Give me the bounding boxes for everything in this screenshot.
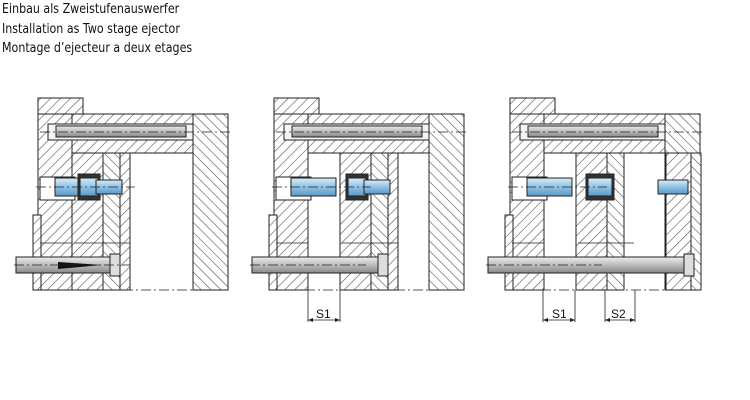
guide-pin — [291, 125, 423, 138]
guide-pin — [55, 125, 187, 138]
dimension-s1-arrow — [308, 318, 313, 322]
support-block — [428, 113, 465, 291]
dimension-label-s1: S1 — [552, 307, 567, 321]
rod-head — [683, 253, 695, 277]
dimension-s1-arrow — [335, 318, 340, 322]
locating-ring — [268, 214, 278, 291]
dimension-s1-arrow — [570, 318, 575, 322]
support-block — [192, 113, 229, 291]
motion-arrow — [58, 262, 102, 269]
ejector-plate-2 — [119, 152, 131, 291]
clamp-top — [273, 97, 320, 115]
locating-ring — [32, 214, 42, 291]
rod-head — [377, 253, 389, 277]
guide-pin — [527, 125, 659, 138]
diagram-stage-1-first-stroke — [250, 97, 468, 322]
diagram-stage-0-closed — [14, 97, 232, 291]
dimension-s2-arrow — [630, 318, 635, 322]
dimension-s2-arrow — [605, 318, 610, 322]
diagram-stage-2-second-stroke — [486, 97, 704, 322]
title-german: Einbau als Zweistufenauswerfer — [2, 1, 180, 17]
ejector-stage2 — [657, 179, 689, 195]
title-block: Einbau als Zweistufenauswerfer Installat… — [2, 0, 234, 59]
dimension-label-s2: S2 — [611, 307, 626, 321]
dimension-label-s1: S1 — [316, 307, 331, 321]
title-english: Installation as Two stage ejector — [2, 20, 180, 37]
dimension-s1-arrow — [543, 318, 548, 322]
locating-ring — [504, 214, 514, 291]
ejector-plate-2b — [690, 152, 702, 291]
ejector-plate-2 — [387, 152, 399, 291]
clamp-top — [509, 97, 556, 115]
clamp-top — [37, 97, 84, 115]
title-french: Montage d’ejecteur a deux etages — [2, 40, 193, 56]
